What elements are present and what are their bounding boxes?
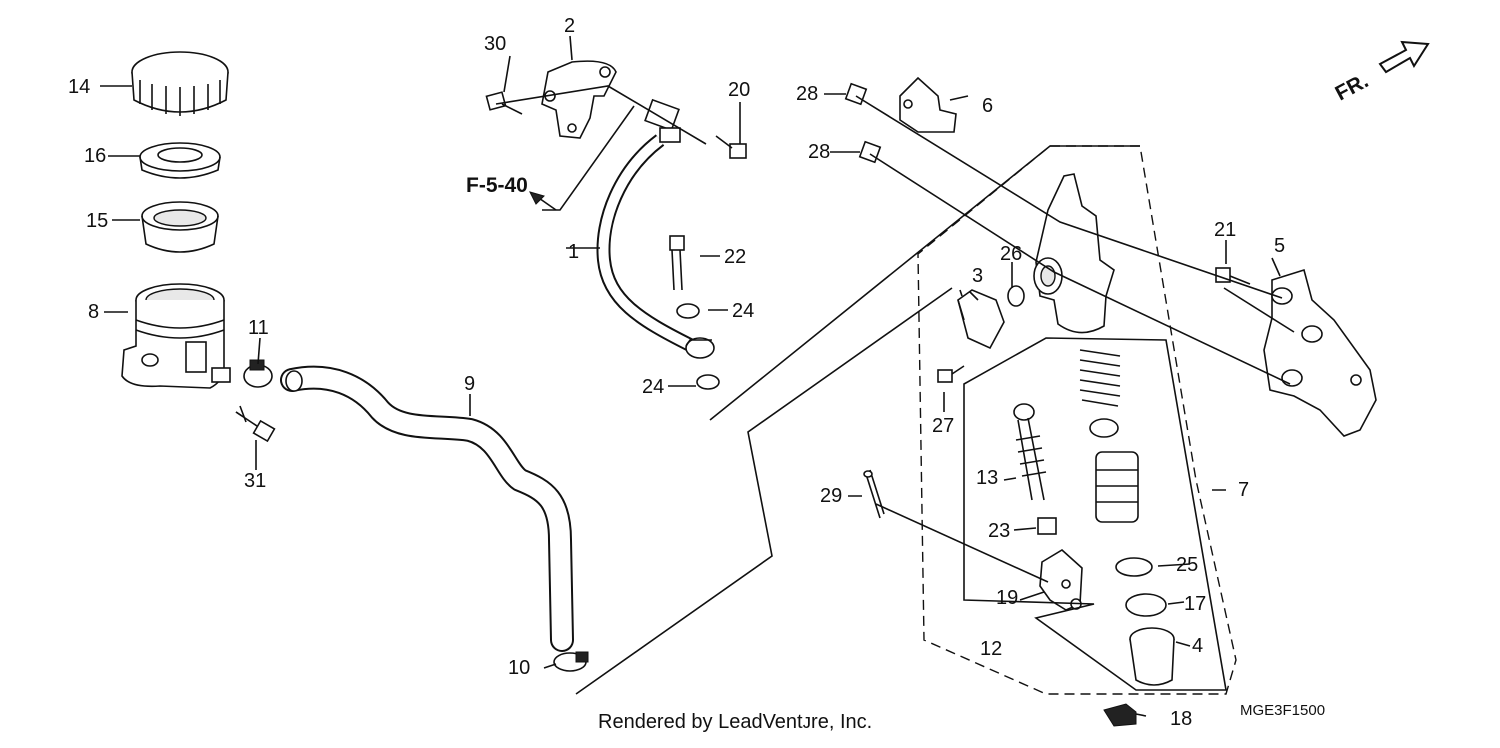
part-label-12: 12 — [980, 638, 1002, 660]
o-ring-26[interactable] — [1007, 285, 1025, 307]
hose-bolt-20[interactable] — [715, 135, 747, 159]
front-direction-label: FR. — [1332, 69, 1373, 105]
part-label-27: 27 — [932, 415, 954, 437]
boot-4[interactable] — [1129, 627, 1175, 686]
rendered-by-footer: Rendered by LeadVentᴊre, Inc. — [598, 711, 872, 733]
reservoir-hose[interactable] — [280, 365, 574, 652]
reservoir-body[interactable] — [121, 283, 231, 389]
hose-clamp-upper[interactable] — [243, 359, 273, 388]
bracket-6[interactable] — [899, 76, 957, 133]
part-label-5: 5 — [1274, 235, 1285, 257]
hose-banjo[interactable] — [685, 337, 715, 359]
front-direction-arrow: FR. — [1332, 40, 1430, 105]
rod-joint[interactable] — [1039, 549, 1083, 611]
part-label-3: 3 — [972, 265, 983, 287]
cotter-pin[interactable] — [863, 469, 885, 519]
part-label-31: 31 — [244, 470, 266, 492]
part-label-24-lower: 24 — [642, 376, 664, 398]
part-label-26: 26 — [1000, 243, 1022, 265]
part-label-30: 30 — [484, 33, 506, 55]
part-label-20: 20 — [728, 79, 750, 101]
diagram-code: MGE3F1500 — [1240, 702, 1325, 719]
part-label-22: 22 — [724, 246, 746, 268]
part-label-4: 4 — [1192, 635, 1203, 657]
part-label-15: 15 — [86, 210, 108, 232]
part-label-8: 8 — [88, 301, 99, 323]
part-label-23: 23 — [988, 520, 1010, 542]
nut-23[interactable] — [1037, 517, 1057, 535]
part-label-25: 25 — [1176, 554, 1198, 576]
cup-primary[interactable] — [1089, 418, 1119, 438]
part-label-14: 14 — [68, 76, 90, 98]
hose-bracket[interactable] — [541, 60, 617, 139]
circlip-25[interactable] — [1115, 557, 1153, 577]
part-label-9: 9 — [464, 373, 475, 395]
joint-fitting[interactable] — [957, 289, 1005, 350]
part-label-21: 21 — [1214, 219, 1236, 241]
part-label-11: 11 — [248, 317, 269, 339]
spring[interactable] — [1079, 349, 1121, 407]
push-rod[interactable] — [1013, 403, 1047, 501]
part-label-16: 16 — [84, 145, 106, 167]
part-label-18: 18 — [1170, 708, 1192, 730]
diaphragm-plate[interactable] — [139, 142, 221, 179]
part-label-19: 19 — [996, 587, 1018, 609]
reference-label: F-5-40 — [466, 174, 528, 197]
part-label-29: 29 — [820, 485, 842, 507]
piston[interactable] — [1095, 451, 1139, 523]
reservoir-cap[interactable] — [131, 51, 229, 116]
sealing-washer-lower[interactable] — [696, 374, 720, 390]
diaphragm[interactable] — [141, 201, 219, 253]
oil-bolt[interactable] — [669, 235, 685, 291]
bracket-bolt[interactable] — [485, 91, 523, 115]
reservoir-bolt[interactable] — [235, 405, 276, 443]
sealing-washer-upper[interactable] — [676, 303, 700, 319]
screw-27[interactable] — [937, 365, 965, 383]
part-label-1: 1 — [568, 241, 579, 263]
footpeg-bracket[interactable] — [1263, 268, 1377, 437]
part-label-17: 17 — [1184, 593, 1206, 615]
part-label-7: 7 — [1238, 479, 1249, 501]
part-label-28-lower: 28 — [808, 141, 830, 163]
boot-17[interactable] — [1125, 593, 1167, 617]
part-label-6: 6 — [982, 95, 993, 117]
hose-clamp-lower[interactable] — [553, 651, 589, 672]
part-label-28-upper: 28 — [796, 83, 818, 105]
clip-18[interactable] — [1103, 703, 1137, 727]
part-label-24-upper: 24 — [732, 300, 754, 322]
part-label-10: 10 — [508, 657, 530, 679]
master-cylinder-body[interactable] — [1033, 173, 1115, 334]
brake-hose[interactable] — [596, 98, 694, 352]
part-label-2: 2 — [564, 15, 575, 37]
part-label-13: 13 — [976, 467, 998, 489]
